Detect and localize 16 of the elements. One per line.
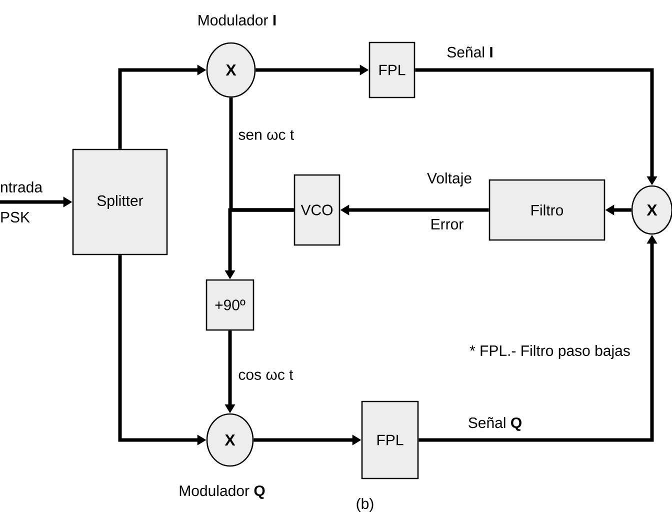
block-box: FPL <box>368 42 416 98</box>
block-caption: Modulador Q <box>180 485 265 499</box>
note-text: * FPL.- Filtro paso bajas <box>470 345 630 359</box>
block-box: +90º <box>206 279 254 331</box>
block-box: FPL <box>361 400 419 480</box>
figure-label: (b) <box>356 498 374 512</box>
edge-label: cos ωc t <box>238 370 294 380</box>
block-caption: Modulador I <box>198 14 276 26</box>
edge-label: Voltaje Error <box>427 172 472 230</box>
input-label: ntrada PSK <box>1 181 43 222</box>
edge-label: sen ωc t <box>238 130 294 140</box>
block-box: Filtro <box>488 179 606 241</box>
block-box: VCO <box>294 174 340 246</box>
edge-label: Señal Q <box>468 417 522 431</box>
edge-label: Señal I <box>447 46 492 58</box>
block-box: Splitter <box>72 148 168 256</box>
